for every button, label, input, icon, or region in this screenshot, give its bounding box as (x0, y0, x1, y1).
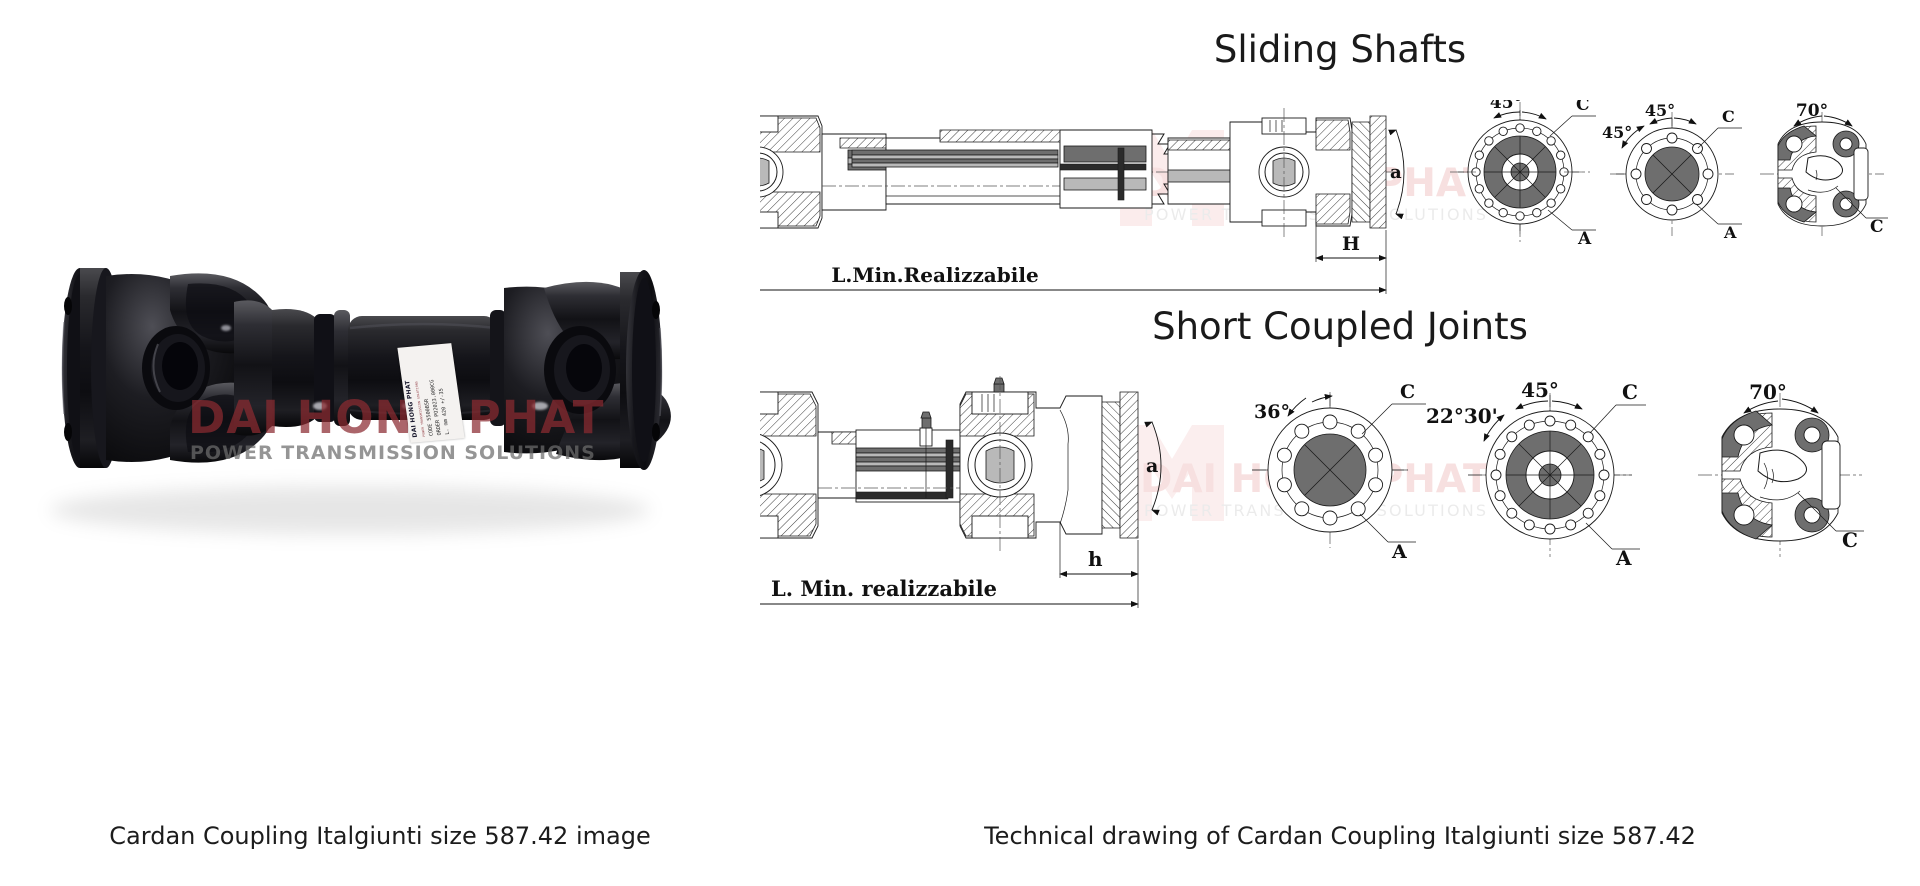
short-dimensions: K H h a L. Min. realizzabile (760, 421, 1162, 608)
sliding-shaft-section-view (760, 108, 1400, 240)
dim-label-H-sliding: H (1342, 233, 1360, 255)
angle-label-70-lev3: 70° (1749, 380, 1787, 404)
technical-drawing-panel: Sliding Shafts (760, 0, 1920, 810)
product-photo (20, 210, 740, 570)
angle-label-45a-ev2: 45° (1645, 101, 1675, 120)
callout-C-lev2: C (1622, 380, 1638, 404)
product-photo-panel: DAI HONG PHAT POWER TRANSMISSION SOLUTIO… (0, 0, 760, 810)
short-coupled-joints-drawing: DAI HONG PHAT POWER TRANSMISSION SOLUTIO… (760, 376, 1864, 608)
dim-label-h-short: h (1088, 547, 1103, 571)
dim-label-Lmin-short: L. Min. realizzabile (771, 576, 997, 601)
angle-label-22-30-lev2: 22°30' (1426, 404, 1498, 428)
angle-label-45-lev2: 45° (1521, 378, 1559, 402)
sliding-dimensions: K h H a L.Min.Realizzabile (760, 129, 1405, 294)
angle-label-36-lev1: 36° (1254, 401, 1290, 423)
section-title-sliding-shafts: Sliding Shafts (1213, 28, 1467, 71)
callout-C-lev1: C (1400, 381, 1415, 403)
dim-label-Lmin-sliding: L.Min.Realizzabile (831, 263, 1038, 287)
angle-label-45-ev1: 45° (1490, 100, 1522, 113)
right-flange (620, 270, 663, 470)
angle-label-70-ev3: 70° (1796, 101, 1828, 121)
callout-C-ev2: C (1722, 107, 1735, 126)
angle-label-45b-ev2: 45° (1602, 123, 1632, 142)
center-cross-and-tube (234, 300, 506, 436)
end-view-flange-10-hole-short: 36° C A (1252, 381, 1426, 563)
end-view-flange-8-hole-sliding: 45° 45° C A (1602, 101, 1742, 242)
callout-A-ev2: A (1723, 223, 1737, 242)
left-yoke (106, 273, 273, 463)
sliding-shafts-drawing: DAI HONG PHAT POWER TRANSMISSION SOLUTIO… (760, 100, 1888, 294)
dim-label-a-short: a (1146, 455, 1158, 477)
caption-product-photo: Cardan Coupling Italgiunti size 587.42 i… (109, 822, 651, 850)
end-view-flange-16-hole-sliding: 45° C A (1450, 100, 1596, 249)
callout-A-ev1: A (1577, 229, 1592, 249)
callout-A-lev1: A (1391, 541, 1407, 563)
callout-A-lev2: A (1615, 546, 1632, 570)
callout-C-lev3: C (1842, 528, 1858, 552)
dim-label-a-sliding: a (1390, 162, 1402, 183)
callout-C-ev3: C (1870, 217, 1884, 237)
end-view-yoke-sliding: 70° C (1760, 101, 1888, 237)
cardan-shaft-photo-illustration (50, 268, 671, 534)
section-title-short-coupled-joints: Short Coupled Joints (1152, 305, 1528, 348)
short-joint-section-view (760, 376, 1139, 552)
end-view-yoke-short: 70° C (1698, 380, 1864, 557)
caption-technical-drawing: Technical drawing of Cardan Coupling Ita… (984, 822, 1696, 850)
end-view-flange-16-hole-short: 45° 22°30' C A (1426, 378, 1646, 570)
callout-C-ev1: C (1576, 100, 1590, 115)
